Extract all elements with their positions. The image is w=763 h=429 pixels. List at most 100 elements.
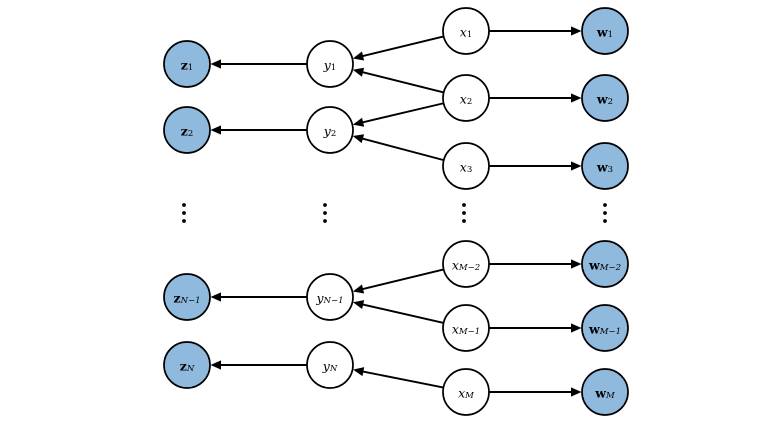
edges-layer — [210, 26, 582, 397]
node-label-zN-1: zN−1 — [173, 290, 200, 306]
vertical-ellipsis-w-column — [603, 203, 607, 223]
node-wM-1[interactable]: wM−1 — [581, 304, 629, 352]
node-label-z1: z1 — [181, 57, 194, 73]
vertical-ellipsis-x-column — [462, 203, 466, 223]
node-circle-z2[interactable] — [163, 106, 211, 154]
node-circle-xM-1[interactable] — [442, 304, 490, 352]
ellipses-layer — [182, 203, 607, 223]
node-yN-1[interactable]: yN−1 — [306, 273, 354, 321]
node-label-xM-2: xM−2 — [452, 257, 480, 273]
arrowhead-icon — [571, 93, 582, 103]
node-y1[interactable]: y1 — [306, 40, 354, 88]
node-circle-yN[interactable] — [306, 341, 354, 389]
vertical-ellipsis-z-column — [182, 203, 186, 223]
edge-xM-1-to-wM-1 — [489, 323, 582, 333]
node-w3[interactable]: w3 — [581, 142, 629, 190]
edge-yN-to-zN — [210, 360, 307, 370]
arrowhead-icon — [352, 300, 365, 310]
edge-x2-to-w2 — [489, 93, 582, 103]
ellipsis-dot-3 — [323, 219, 327, 223]
ellipsis-dot-2 — [323, 211, 327, 215]
node-circle-z1[interactable] — [163, 40, 211, 88]
node-z2[interactable]: z2 — [163, 106, 211, 154]
node-zN[interactable]: zN — [163, 341, 211, 389]
node-zN-1[interactable]: zN−1 — [163, 273, 211, 321]
edge-xM-1-to-yN-1 — [352, 300, 444, 324]
node-circle-xM-2[interactable] — [442, 240, 490, 288]
node-x3[interactable]: x3 — [442, 142, 490, 190]
node-label-x2: x2 — [460, 91, 472, 107]
edge-x3-to-y2 — [352, 134, 444, 161]
node-label-wM: wM — [594, 385, 615, 401]
edge-x3-to-w3 — [489, 161, 582, 171]
arrowhead-icon — [353, 367, 365, 377]
node-circle-zN-1[interactable] — [163, 273, 211, 321]
edge-x1-to-y1 — [352, 35, 444, 61]
node-circle-yN-1[interactable] — [306, 273, 354, 321]
node-circle-y1[interactable] — [306, 40, 354, 88]
node-w1[interactable]: w1 — [581, 7, 629, 55]
arrowhead-icon — [571, 26, 582, 36]
node-wM[interactable]: wM — [581, 368, 629, 416]
node-label-zN: zN — [180, 358, 195, 374]
node-circle-wM-2[interactable] — [581, 240, 629, 288]
node-z1[interactable]: z1 — [163, 40, 211, 88]
arrowhead-icon — [571, 387, 582, 397]
node-circle-w1[interactable] — [581, 7, 629, 55]
arrowhead-icon — [210, 360, 221, 370]
node-xM-1[interactable]: xM−1 — [442, 304, 490, 352]
edge-x1-to-w1 — [489, 26, 582, 36]
node-label-xM-1: xM−1 — [452, 321, 480, 337]
nodes-layer: z1 z2 zN−1 zN y1 y2 yN−1 yN x1 x2 x3 xM−2 xM−1 xM w1 w2… — [163, 7, 629, 416]
edge-y1-to-z1 — [210, 59, 307, 69]
node-label-yN-1: yN−1 — [315, 290, 343, 306]
node-x2[interactable]: x2 — [442, 74, 490, 122]
node-label-z2: z2 — [181, 123, 194, 139]
node-label-x3: x3 — [460, 159, 472, 175]
ellipsis-dot-3 — [462, 219, 466, 223]
edge-xM-to-wM — [489, 387, 582, 397]
edge-xM-2-to-wM-2 — [489, 259, 582, 269]
arrowhead-icon — [571, 323, 582, 333]
node-circle-wM[interactable] — [581, 368, 629, 416]
arrowhead-icon — [210, 125, 221, 135]
node-label-x1: x1 — [460, 24, 472, 40]
ellipsis-dot-3 — [603, 219, 607, 223]
node-circle-w3[interactable] — [581, 142, 629, 190]
ellipsis-dot-1 — [323, 203, 327, 207]
node-yN[interactable]: yN — [306, 341, 354, 389]
node-y2[interactable]: y2 — [306, 106, 354, 154]
arrowhead-icon — [352, 51, 365, 61]
vertical-ellipsis-y-column — [323, 203, 327, 223]
node-label-xM: xM — [458, 385, 474, 401]
node-w2[interactable]: w2 — [581, 74, 629, 122]
node-circle-x3[interactable] — [442, 142, 490, 190]
edge-y2-to-z2 — [210, 125, 307, 135]
node-circle-x2[interactable] — [442, 74, 490, 122]
node-label-w1: w1 — [596, 24, 613, 40]
node-circle-y2[interactable] — [306, 106, 354, 154]
ellipsis-dot-1 — [603, 203, 607, 207]
node-label-y2: y2 — [323, 123, 336, 139]
node-circle-x1[interactable] — [442, 7, 490, 55]
ellipsis-dot-2 — [462, 211, 466, 215]
node-x1[interactable]: x1 — [442, 7, 490, 55]
arrowhead-icon — [210, 292, 221, 302]
edge-x2-to-y1 — [352, 67, 444, 94]
arrowhead-icon — [352, 67, 365, 77]
node-circle-wM-1[interactable] — [581, 304, 629, 352]
edge-yN-1-to-zN-1 — [210, 292, 307, 302]
node-wM-2[interactable]: wM−2 — [581, 240, 629, 288]
ellipsis-dot-1 — [182, 203, 186, 207]
node-circle-w2[interactable] — [581, 74, 629, 122]
arrowhead-icon — [352, 134, 365, 144]
arrowhead-icon — [210, 59, 221, 69]
node-xM[interactable]: xM — [442, 368, 490, 416]
edge-xM-2-to-yN-1 — [352, 268, 444, 294]
node-circle-xM[interactable] — [442, 368, 490, 416]
node-xM-2[interactable]: xM−2 — [442, 240, 490, 288]
node-circle-zN[interactable] — [163, 341, 211, 389]
node-label-wM-2: wM−2 — [588, 257, 621, 273]
